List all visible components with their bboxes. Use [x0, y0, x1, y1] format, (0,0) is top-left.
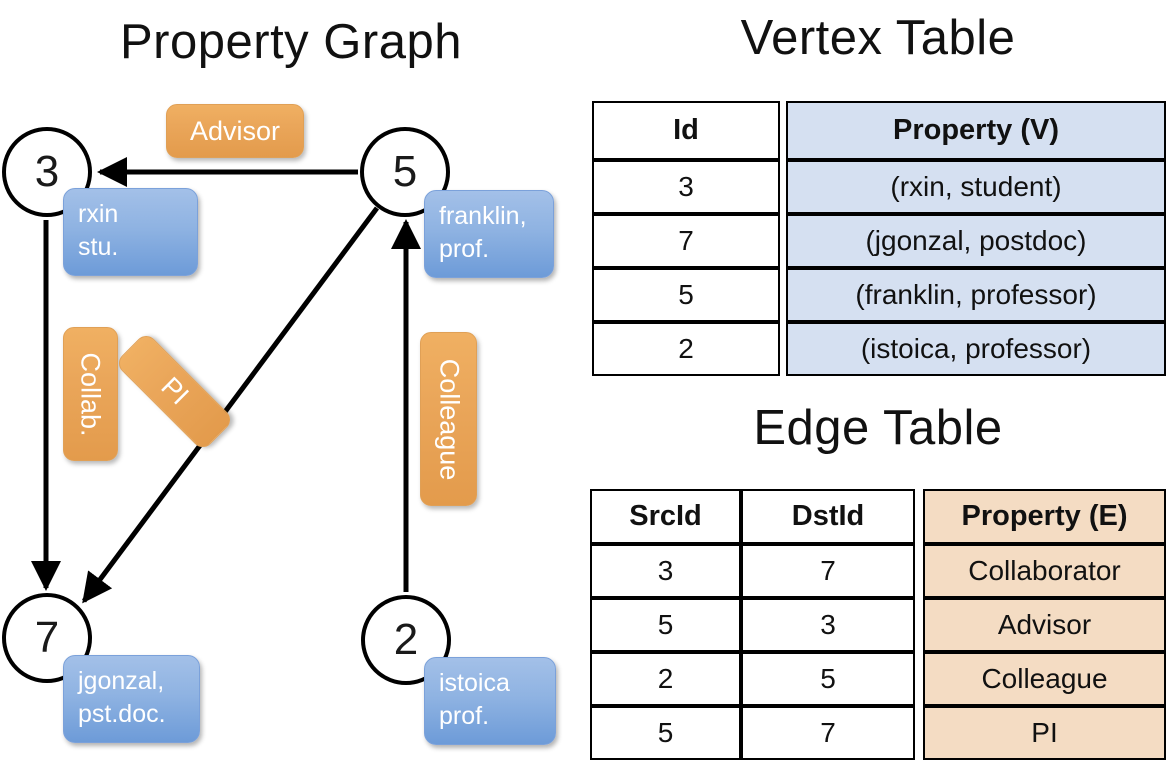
- column-gap: [915, 706, 923, 760]
- edge-label-collab-text: Collab.: [76, 351, 107, 437]
- edge-label-pi-text: PI: [155, 371, 195, 411]
- edge-cell-property: Collaborator: [923, 544, 1166, 598]
- graph-node-5-label: 5: [392, 147, 418, 196]
- vertex-table-header-id: Id: [592, 101, 780, 160]
- vertex-table-header-property: Property (V): [786, 101, 1166, 160]
- table-row[interactable]: 5 3 Advisor: [590, 598, 1166, 652]
- vertex-property-box-3-line2: stu.: [78, 233, 119, 261]
- edge-cell-property: Advisor: [923, 598, 1166, 652]
- table-row[interactable]: 3 7 Collaborator: [590, 544, 1166, 598]
- vertex-cell-property: (rxin, student): [786, 160, 1166, 214]
- edge-5-to-7-pi: [81, 206, 380, 604]
- column-gap: [915, 652, 923, 706]
- edge-table-header-dstid: DstId: [741, 489, 915, 544]
- edge-label-colleague: Colleague: [420, 332, 477, 506]
- vertex-property-box-5-line2: prof.: [439, 235, 490, 263]
- table-row[interactable]: 3 (rxin, student): [592, 160, 1166, 214]
- edge-cell-srcid: 5: [590, 706, 741, 760]
- vertex-cell-property: (istoica, professor): [786, 322, 1166, 376]
- vertex-cell-id: 7: [592, 214, 780, 268]
- edge-table: SrcId DstId Property (E) 3 7 Collaborato…: [590, 489, 1166, 760]
- edge-label-advisor: Advisor: [166, 104, 304, 158]
- vertex-property-box-2-line2: prof.: [439, 702, 490, 730]
- graph-node-2-label: 2: [393, 615, 419, 664]
- table-row[interactable]: 5 (franklin, professor): [592, 268, 1166, 322]
- vertex-cell-id: 2: [592, 322, 780, 376]
- column-gap: [915, 489, 923, 544]
- graph-node-7-label: 7: [34, 613, 60, 662]
- graph-node-2[interactable]: 2: [361, 595, 451, 685]
- vertex-table: Id Property (V) 3 (rxin, student) 7 (jgo…: [592, 101, 1166, 376]
- edge-table-header-row: SrcId DstId Property (E): [590, 489, 1166, 544]
- vertex-table-header-row: Id Property (V): [592, 101, 1166, 160]
- vertex-property-box-7-line1: jgonzal,: [78, 667, 165, 695]
- edge-cell-dstid: 5: [741, 652, 915, 706]
- table-row[interactable]: 5 7 PI: [590, 706, 1166, 760]
- column-gap: [915, 598, 923, 652]
- table-row[interactable]: 7 (jgonzal, postdoc): [592, 214, 1166, 268]
- page-title-property-graph: Property Graph: [120, 15, 462, 69]
- vertex-property-box-7-line2: pst.doc.: [78, 700, 166, 728]
- edge-table-header-srcid: SrcId: [590, 489, 741, 544]
- page-title-vertex-table: Vertex Table: [740, 11, 1016, 65]
- edge-cell-dstid: 7: [741, 544, 915, 598]
- edge-cell-dstid: 7: [741, 706, 915, 760]
- vertex-cell-id: 5: [592, 268, 780, 322]
- column-gap: [915, 544, 923, 598]
- vertex-property-box-2: istoica prof.: [424, 657, 556, 745]
- edge-label-advisor-text: Advisor: [189, 115, 281, 146]
- vertex-cell-id: 3: [592, 160, 780, 214]
- vertex-property-box-5-line1: franklin,: [439, 202, 527, 230]
- edge-table-header-property: Property (E): [923, 489, 1166, 544]
- edge-cell-srcid: 5: [590, 598, 741, 652]
- page-title-edge-table: Edge Table: [753, 401, 1003, 455]
- vertex-property-box-3: rxin stu.: [63, 188, 198, 276]
- edge-label-collab: Collab.: [63, 327, 118, 461]
- vertex-cell-property: (franklin, professor): [786, 268, 1166, 322]
- graph-node-3-label: 3: [34, 147, 60, 196]
- vertex-property-box-7: jgonzal, pst.doc.: [63, 655, 200, 743]
- edge-label-colleague-text: Colleague: [434, 358, 464, 480]
- vertex-property-box-5: franklin, prof.: [424, 190, 554, 278]
- table-row[interactable]: 2 5 Colleague: [590, 652, 1166, 706]
- edge-cell-property: Colleague: [923, 652, 1166, 706]
- vertex-cell-property: (jgonzal, postdoc): [786, 214, 1166, 268]
- graph-node-5[interactable]: 5: [360, 127, 450, 217]
- edge-cell-srcid: 3: [590, 544, 741, 598]
- vertex-property-box-2-line1: istoica: [439, 669, 510, 697]
- table-row[interactable]: 2 (istoica, professor): [592, 322, 1166, 376]
- edge-cell-dstid: 3: [741, 598, 915, 652]
- vertex-property-box-3-line1: rxin: [78, 200, 119, 228]
- edge-cell-property: PI: [923, 706, 1166, 760]
- graph-edges-svg: [31, 157, 421, 604]
- edge-cell-srcid: 2: [590, 652, 741, 706]
- property-graph-panel: Property Graph 3 5 7 2 rxin stu. frankli…: [0, 0, 582, 760]
